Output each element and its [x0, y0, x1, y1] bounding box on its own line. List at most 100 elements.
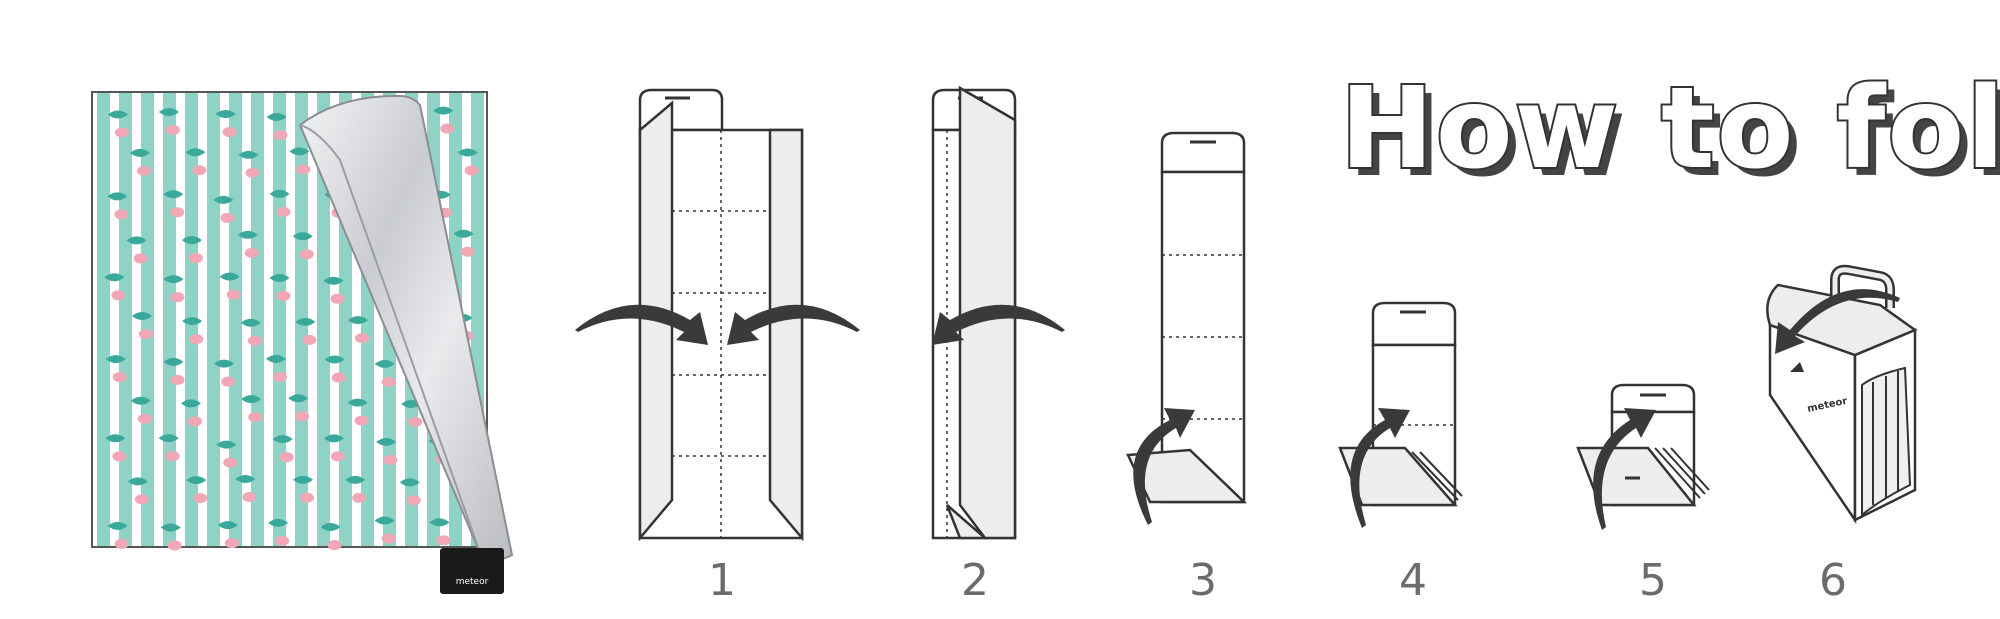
- leaf-motif: [269, 189, 290, 198]
- flamingo-motif: [223, 457, 238, 468]
- flamingo-motif: [192, 165, 207, 176]
- leaf-motif: [163, 357, 184, 366]
- flamingo-motif: [226, 289, 241, 300]
- leaf-motif: [160, 523, 181, 532]
- leaf-motif: [219, 272, 240, 281]
- flamingo-motif: [245, 167, 260, 178]
- flamingo-motif: [276, 290, 291, 301]
- leaf-motif: [107, 110, 128, 119]
- flamingo-motif: [327, 540, 342, 551]
- leaf-motif: [214, 359, 235, 368]
- flamingo-motif: [134, 494, 149, 505]
- leaf-motif: [107, 192, 128, 201]
- flamingo-motif: [133, 253, 148, 264]
- leaf-motif: [320, 523, 341, 532]
- step-4-diagram: [1338, 301, 1463, 528]
- flamingo-motif: [460, 246, 475, 257]
- leaf-motif: [288, 394, 309, 403]
- step-label-6: 6: [1819, 555, 1847, 606]
- flamingo-motif: [299, 492, 314, 503]
- leaf-motif: [266, 354, 287, 363]
- leaf-motif: [126, 236, 147, 245]
- leaf-motif: [269, 273, 290, 282]
- flamingo-motif: [248, 412, 263, 423]
- leaf-motif: [289, 147, 310, 156]
- flamingo-motif: [242, 492, 257, 503]
- flamingo-motif: [299, 249, 314, 260]
- flamingo-motif: [244, 247, 259, 258]
- flamingo-motif: [112, 451, 127, 462]
- flamingo-motif: [170, 292, 185, 303]
- flamingo-motif: [330, 293, 345, 304]
- step-label-3: 3: [1189, 555, 1217, 606]
- flamingo-motif: [188, 253, 203, 264]
- step-label-5: 5: [1639, 555, 1667, 606]
- flamingo-motif: [383, 454, 398, 465]
- page-title: How to fold: [1340, 64, 2000, 194]
- flamingo-motif: [330, 451, 345, 462]
- flamingo-motif: [138, 329, 153, 340]
- flamingo-motif: [114, 209, 129, 220]
- leaf-motif: [105, 434, 126, 443]
- leaf-motif: [181, 399, 202, 408]
- step-6-diagram: meteor: [1766, 264, 1918, 525]
- leaf-motif: [181, 236, 202, 245]
- leaf-motif: [433, 106, 454, 115]
- leaf-motif: [376, 437, 397, 446]
- leaf-motif: [399, 478, 420, 487]
- leaf-motif: [217, 521, 238, 530]
- step-5-diagram: [1576, 383, 1710, 530]
- leaf-motif: [453, 229, 474, 238]
- flamingo-motif: [114, 538, 129, 549]
- leaf-motif: [127, 477, 148, 486]
- flamingo-motif: [165, 451, 180, 462]
- flamingo-motif: [279, 452, 294, 463]
- flamingo-motif: [352, 492, 367, 503]
- flamingo-motif: [464, 165, 479, 176]
- flamingo-motif: [170, 374, 185, 385]
- step-labels: 1 2 3 4 5 6: [708, 555, 1847, 606]
- leaf-motif: [345, 475, 366, 484]
- leaf-motif: [292, 232, 313, 241]
- flamingo-motif: [276, 206, 291, 217]
- leaf-motif: [323, 434, 344, 443]
- leaf-motif: [272, 435, 293, 444]
- flamingo-motif: [381, 533, 396, 544]
- flamingo-motif: [247, 335, 262, 346]
- flamingo-motif: [165, 124, 180, 135]
- flamingo-motif: [440, 123, 455, 134]
- leaf-motif: [237, 230, 258, 239]
- step-label-1: 1: [708, 555, 736, 606]
- leaf-motif: [186, 476, 207, 485]
- leaf-motif: [129, 148, 150, 157]
- flamingo-motif: [170, 207, 185, 218]
- blanket-fold-edge: [299, 124, 483, 559]
- flamingo-motif: [331, 372, 346, 383]
- leaf-motif: [347, 398, 368, 407]
- leaf-motif: [292, 475, 313, 484]
- leaf-motif: [215, 110, 236, 119]
- flamingo-motif: [381, 376, 396, 387]
- leaf-motif: [457, 148, 478, 157]
- flamingo-motif: [220, 212, 235, 223]
- leaf-motif: [213, 195, 234, 204]
- step-label-4: 4: [1399, 555, 1427, 606]
- leaf-motif: [185, 148, 206, 157]
- flamingo-motif: [188, 416, 203, 427]
- flamingo-motif: [273, 130, 288, 141]
- flamingo-motif: [275, 535, 290, 546]
- leaf-motif: [131, 312, 152, 321]
- leaf-motif: [374, 516, 395, 525]
- leaf-motif: [241, 395, 262, 404]
- flamingo-motif: [114, 127, 129, 138]
- title-group: How to fold How to fold: [1338, 62, 2000, 202]
- leaf-motif: [158, 434, 179, 443]
- flamingo-motif: [112, 372, 127, 383]
- leaf-motif: [374, 359, 395, 368]
- step-label-2: 2: [961, 555, 989, 606]
- flamingo-motif: [436, 535, 451, 546]
- flamingo-motif: [222, 127, 237, 138]
- leaf-motif: [323, 276, 344, 285]
- flamingo-motif: [224, 538, 239, 549]
- leaf-motif: [240, 318, 261, 327]
